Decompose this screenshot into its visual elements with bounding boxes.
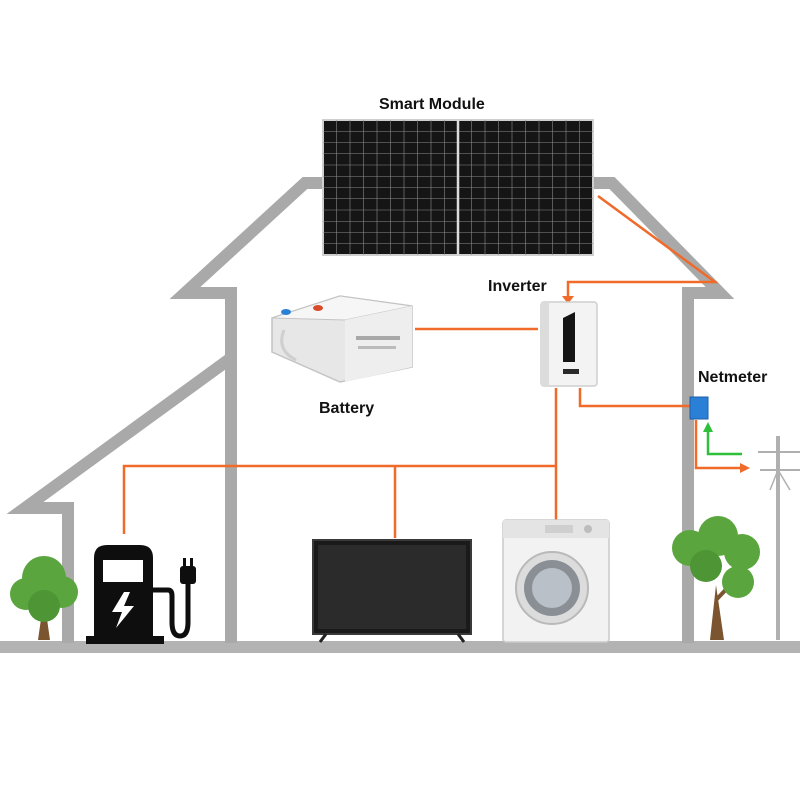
solar-panel-label: Smart Module — [379, 96, 485, 113]
inverter-icon — [540, 301, 598, 387]
netmeter-icon — [689, 396, 709, 420]
battery-icon — [271, 295, 413, 383]
inverter-label: Inverter — [488, 278, 547, 295]
tree-icon-right — [672, 516, 760, 640]
washing-machine-icon — [502, 519, 610, 643]
utility-pole-icon — [758, 436, 800, 640]
export-arrow — [694, 420, 750, 473]
netmeter-label: Netmeter — [698, 369, 768, 386]
ground-line — [0, 641, 800, 653]
garage-outline — [6, 353, 235, 643]
wiring — [122, 194, 719, 538]
ev-charger-icon — [86, 545, 196, 644]
import-arrow — [703, 422, 742, 456]
battery-label: Battery — [319, 400, 375, 417]
tv-icon — [312, 539, 472, 643]
solar-panel-icon — [322, 119, 594, 256]
tree-icon-left — [10, 556, 78, 640]
wire-arrow-to-inverter — [562, 296, 574, 304]
